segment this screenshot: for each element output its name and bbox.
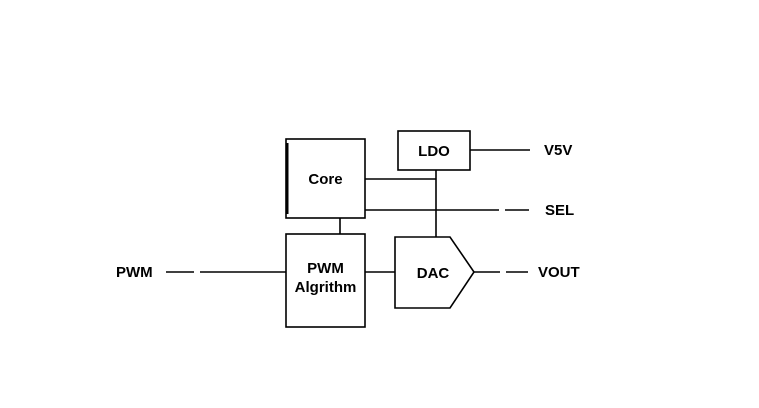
pwm-algorithm-block <box>285 233 366 328</box>
ldo-block <box>397 130 471 171</box>
core-block <box>285 138 366 219</box>
dac-label: DAC <box>417 265 450 282</box>
dac-block <box>394 236 475 309</box>
signal-label-v5v: V5V <box>544 142 572 159</box>
signal-label-vout: VOUT <box>538 264 580 281</box>
signal-label-pwm: PWM <box>116 264 153 281</box>
signal-label-sel: SEL <box>545 202 574 219</box>
pwm-algorithm-label-line2: Algrithm <box>295 279 357 296</box>
pwm-algorithm-label-line1: PWM <box>307 260 344 277</box>
ldo-label: LDO <box>418 143 450 160</box>
core-label: Core <box>308 171 342 188</box>
